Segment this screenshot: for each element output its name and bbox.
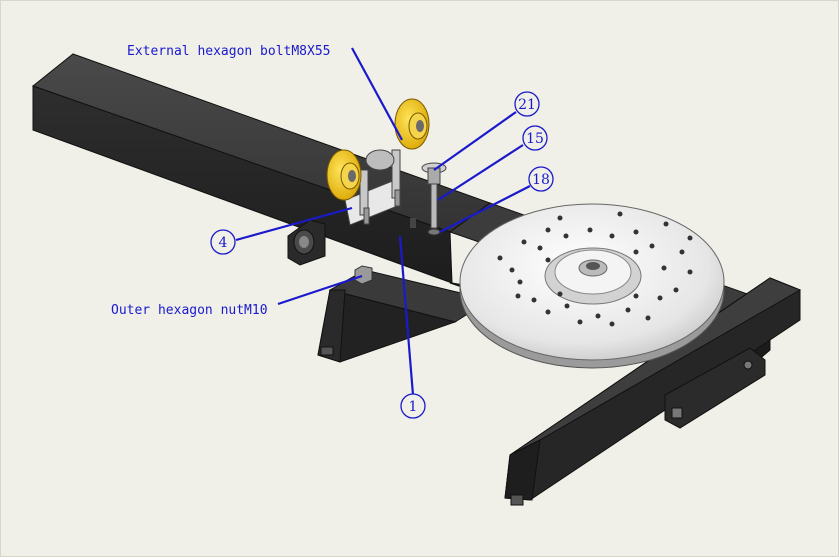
balloon-4-label: 4 <box>219 235 228 251</box>
leader-18 <box>439 185 531 233</box>
balloon-15: 15 <box>522 125 548 151</box>
balloon-18-label: 18 <box>532 172 550 188</box>
leader-lines <box>235 47 531 396</box>
leader-1 <box>398 235 415 396</box>
end-bracket <box>664 347 766 429</box>
balloon-21: 21 <box>514 91 540 117</box>
balloon-1-label: 1 <box>409 399 418 415</box>
leader-nut <box>277 274 363 306</box>
balloon-21-label: 21 <box>518 97 536 113</box>
hexagon-nut <box>354 265 373 285</box>
callout-nut-label: Outer hexagon nutM10 <box>111 303 268 318</box>
balloon-15-label: 15 <box>526 131 544 147</box>
balloon-4: 4 <box>210 229 236 255</box>
leader-4 <box>235 206 353 242</box>
right-cross-leg <box>504 277 802 506</box>
balloon-1: 1 <box>400 393 426 419</box>
wheel-carriage <box>326 98 430 226</box>
leader-15 <box>437 144 524 201</box>
leader-21 <box>433 111 517 171</box>
left-bracket <box>287 219 326 266</box>
callout-bolt-label: External hexagon boltM8X55 <box>127 44 331 59</box>
turntable-disc <box>459 203 725 369</box>
left-cross-leg <box>317 269 492 363</box>
leader-bolt <box>351 47 403 141</box>
balloon-18: 18 <box>528 166 554 192</box>
